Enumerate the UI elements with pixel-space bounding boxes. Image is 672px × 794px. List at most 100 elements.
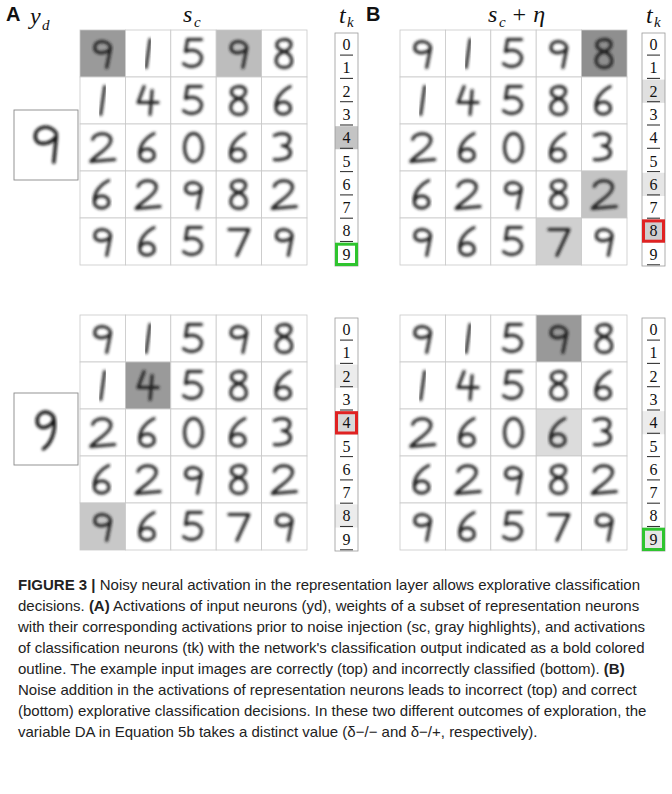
weight-image [95, 515, 111, 541]
class-label: 7 [335, 481, 358, 504]
weight-cell [400, 77, 445, 124]
class-underline [647, 101, 660, 102]
class-underline [647, 409, 660, 410]
class-underline [647, 78, 660, 79]
class-cell [642, 80, 665, 103]
weight-cell [491, 218, 536, 265]
weight-cell [125, 503, 170, 550]
class-cell [335, 219, 358, 242]
weight-cell [125, 77, 170, 124]
weight-image [276, 87, 291, 114]
class-label: 8 [335, 504, 358, 527]
input-digit [35, 127, 56, 162]
weight-image [276, 40, 292, 68]
weight-cell [400, 171, 445, 218]
class-cell [642, 365, 665, 388]
class-column-border [642, 318, 665, 551]
weight-cell [80, 362, 125, 409]
class-column-border [642, 33, 665, 266]
weight-image [550, 419, 565, 446]
class-cell [642, 243, 665, 266]
class-label: 6 [335, 173, 358, 196]
weight-image [231, 181, 247, 209]
class-label: 2 [642, 365, 665, 388]
weight-image [415, 42, 431, 68]
weight-cell [582, 362, 627, 409]
weight-cell [491, 171, 536, 218]
weight-cell [262, 315, 307, 362]
class-label: 4 [335, 411, 358, 434]
weight-image [184, 40, 202, 67]
weight-cell [171, 218, 216, 265]
class-underline [647, 433, 660, 434]
class-label: 8 [642, 504, 665, 527]
class-cell [335, 411, 358, 434]
weight-image [276, 230, 292, 256]
weight-image [184, 228, 202, 255]
weight-image [596, 87, 611, 114]
class-label: 8 [335, 219, 358, 242]
weight-cell [171, 124, 216, 171]
weight-image [140, 134, 155, 161]
class-underline [340, 101, 353, 102]
weight-image [592, 466, 616, 494]
weight-cell [445, 77, 490, 124]
input-image [14, 110, 78, 180]
weight-image [276, 515, 292, 541]
weight-cell [491, 362, 536, 409]
weight-cell [400, 124, 445, 171]
class-underline [647, 526, 660, 527]
weight-image [140, 419, 155, 446]
class-cell [642, 341, 665, 364]
class-label: 0 [642, 318, 665, 341]
caption-emphasis: (A) [89, 597, 110, 614]
weight-cell [582, 30, 627, 77]
weight-image [272, 466, 296, 494]
weight-cell [536, 456, 581, 503]
weight-image [185, 419, 203, 447]
weight-cell [216, 315, 261, 362]
weight-cell [491, 124, 536, 171]
weight-cell [536, 409, 581, 456]
weight-image [101, 372, 105, 400]
class-cell [642, 504, 665, 527]
class-underline [647, 503, 660, 504]
weight-image [505, 134, 523, 162]
class-cell [642, 150, 665, 173]
class-label: 6 [642, 458, 665, 481]
weight-image [229, 515, 249, 541]
class-label: 3 [642, 103, 665, 126]
weight-image [184, 325, 202, 352]
class-underline [340, 340, 353, 341]
class-underline [340, 363, 353, 364]
class-label: 7 [335, 196, 358, 219]
weight-image [276, 372, 291, 399]
class-cell [642, 388, 665, 411]
weight-image [504, 87, 522, 114]
class-label: 4 [642, 411, 665, 434]
panel-letter: A [6, 2, 20, 26]
weight-cell [491, 77, 536, 124]
weight-image [414, 466, 429, 493]
class-cell [335, 388, 358, 411]
weight-image [551, 327, 567, 353]
weight-cell [491, 30, 536, 77]
weight-image [592, 181, 616, 209]
weight-image [91, 134, 115, 162]
weight-cell [491, 456, 536, 503]
weight-cell [445, 409, 490, 456]
figure-caption: FIGURE 3 | Noisy neural activation in th… [18, 574, 654, 742]
class-label: 6 [642, 173, 665, 196]
class-cell [335, 481, 358, 504]
weight-cell [216, 77, 261, 124]
weight-cell [216, 171, 261, 218]
input-frame [14, 393, 78, 465]
class-column [642, 318, 665, 551]
class-cell [335, 435, 358, 458]
class-column [642, 33, 665, 266]
class-label: 3 [335, 103, 358, 126]
weight-image [95, 42, 111, 68]
math-symbol: + η [511, 0, 545, 29]
weight-image [460, 134, 475, 161]
class-cell [335, 365, 358, 388]
